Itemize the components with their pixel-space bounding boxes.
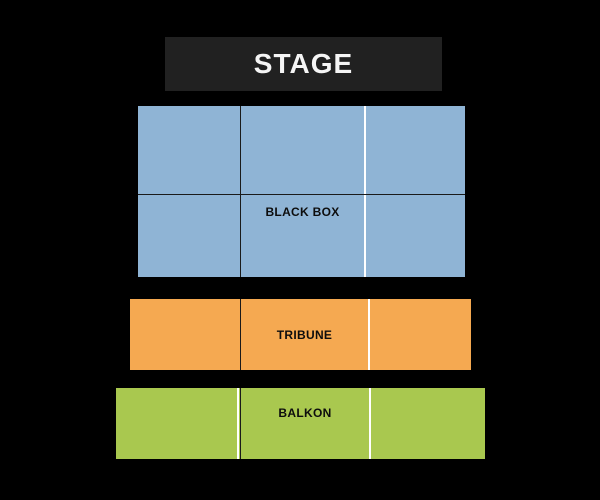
stage-label: STAGE <box>253 48 354 79</box>
section-tribune[interactable]: TRIBUNE <box>130 299 471 370</box>
balkon-column-divider-1-edge <box>240 388 241 459</box>
balkon-label: BALKON <box>278 406 332 420</box>
black-box-column-divider-1 <box>240 106 241 277</box>
black-box-column-divider-2 <box>364 106 366 277</box>
stage-banner: STAGE <box>165 37 442 91</box>
tribune-label: TRIBUNE <box>276 327 333 342</box>
balkon-column-divider-2 <box>369 388 371 459</box>
black-box-row-divider <box>138 194 465 195</box>
section-balkon[interactable]: BALKON <box>116 388 485 459</box>
black-box-label: BLACK BOX <box>265 205 340 219</box>
tribune-column-divider-2 <box>368 299 370 370</box>
balkon-column-divider-1 <box>237 388 239 459</box>
tribune-column-divider-1 <box>240 299 241 370</box>
section-black-box[interactable]: BLACK BOX <box>138 106 465 277</box>
